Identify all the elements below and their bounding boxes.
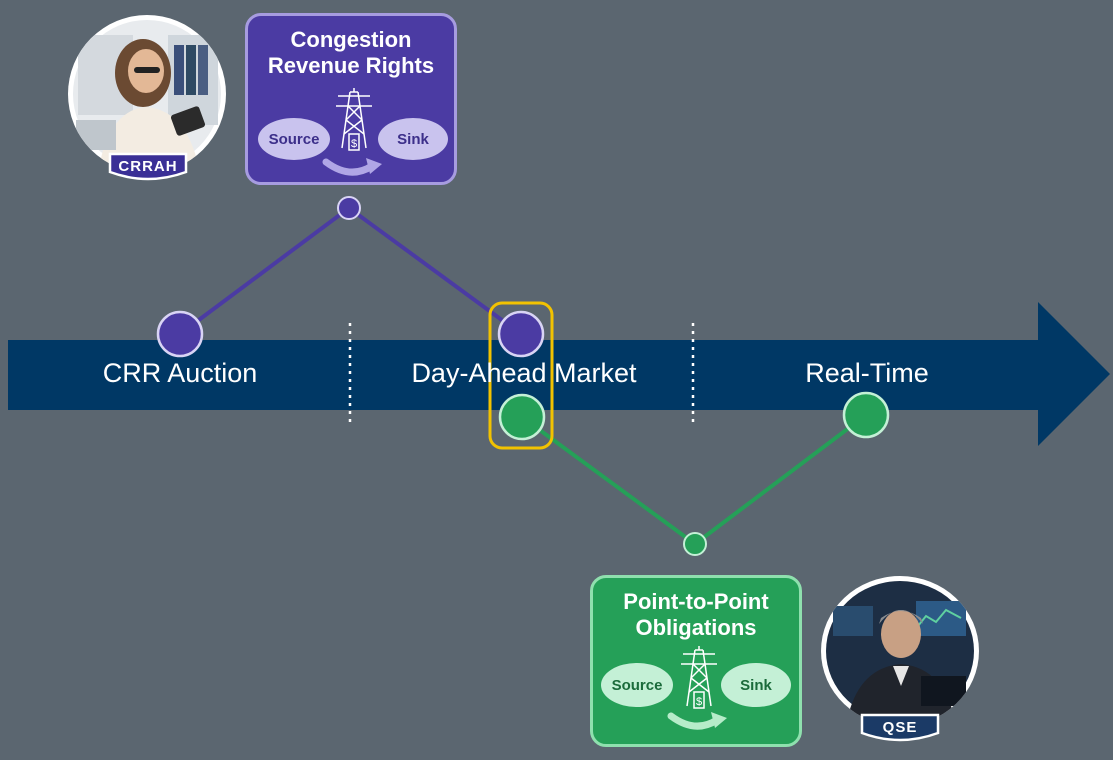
crr-card: Congestion Revenue Rights Source Sink $ <box>245 13 457 185</box>
phase-label-real-time: Real-Time <box>805 358 929 388</box>
dam-ptp-node <box>498 393 546 441</box>
crr-auction-node <box>156 310 204 358</box>
ptp-card-title-line1: Point-to-Point <box>623 589 769 614</box>
dam-highlight-box <box>488 301 554 450</box>
ptp-connector-right <box>693 413 868 546</box>
timeline-arrow <box>8 302 1110 446</box>
ptp-source-oval: Source <box>601 663 673 707</box>
crrah-avatar <box>68 15 226 173</box>
phase-label-day-ahead: Day-Ahead Market <box>411 358 637 388</box>
crr-junction-node <box>337 196 361 220</box>
ptp-junction-node <box>683 532 707 556</box>
ptp-connector-left <box>520 415 697 546</box>
phase-label-crr-auction: CRR Auction <box>102 358 258 388</box>
crr-connector-left <box>178 206 351 336</box>
realtime-ptp-node <box>842 391 890 439</box>
qse-badge-shape <box>860 713 940 742</box>
svg-text:$: $ <box>696 696 702 708</box>
qse-avatar <box>821 576 979 726</box>
crr-sink-oval: Sink <box>378 118 448 160</box>
ptp-card: Point-to-Point Obligations Source Sink $ <box>590 575 802 747</box>
crrah-portrait-image <box>73 20 221 173</box>
ptp-card-title-line2: Obligations <box>635 615 757 640</box>
svg-text:$: $ <box>351 138 357 150</box>
crrah-badge-label: CRRAH <box>118 158 178 175</box>
crr-card-title-line1: Congestion <box>290 27 412 52</box>
qse-badge-label: QSE <box>882 719 918 736</box>
ptp-sink-oval: Sink <box>721 663 791 707</box>
crr-source-oval: Source <box>258 118 330 160</box>
flow-arrow-icon <box>667 712 727 730</box>
transmission-tower-icon: $ <box>681 646 717 709</box>
qse-portrait-image <box>826 581 974 726</box>
crr-connector-right <box>347 206 523 336</box>
dam-crr-node <box>497 310 545 358</box>
crr-card-title-line2: Revenue Rights <box>267 53 435 78</box>
transmission-tower-icon: $ <box>336 88 372 151</box>
flow-arrow-icon <box>322 158 382 176</box>
crrah-badge-shape <box>108 152 188 181</box>
